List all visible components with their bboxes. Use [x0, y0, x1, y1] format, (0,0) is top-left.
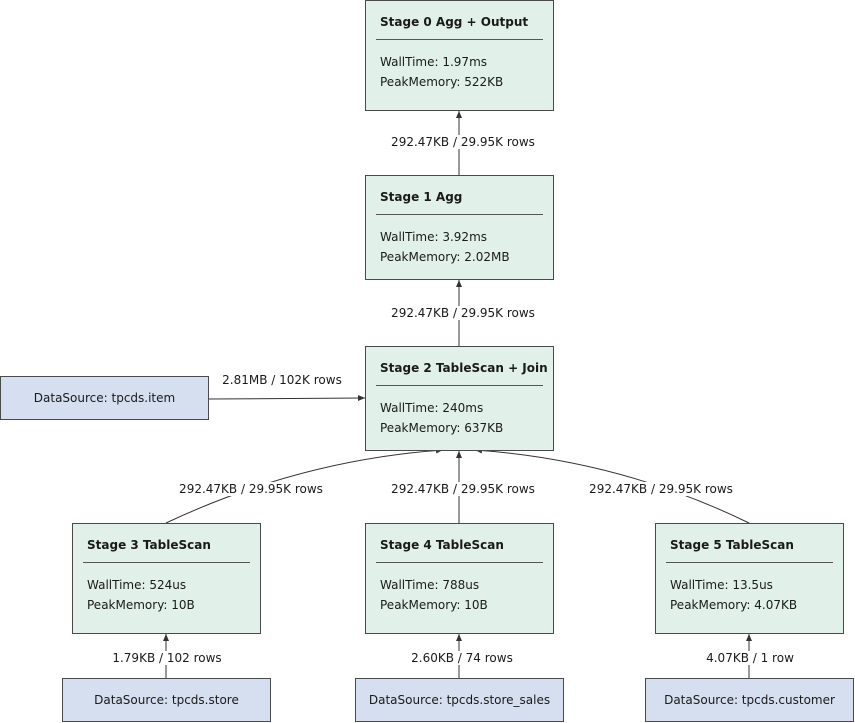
stage-walltime: WallTime: 1.97ms [380, 55, 488, 69]
stage-title: Stage 1 Agg [380, 190, 463, 204]
stage-1-node[interactable]: Stage 1 Agg WallTime: 3.92ms PeakMemory:… [365, 175, 554, 280]
stage-walltime: WallTime: 3.92ms [380, 230, 488, 244]
stage-3-node[interactable]: Stage 3 TableScan WallTime: 524us PeakMe… [72, 523, 261, 634]
edge-label-item-stage2: 2.81MB / 102K rows [222, 373, 342, 387]
divider [666, 562, 833, 563]
edge-label-customer-stage5: 4.07KB / 1 row [706, 651, 794, 665]
stage-peak-memory: PeakMemory: 637KB [380, 421, 504, 435]
stage-4-node[interactable]: Stage 4 TableScan WallTime: 788us PeakMe… [365, 523, 554, 634]
stage-title: Stage 0 Agg + Output [380, 15, 529, 29]
edge-label-store-sales-stage4: 2.60KB / 74 rows [411, 651, 513, 665]
stage-peak-memory: PeakMemory: 4.07KB [670, 598, 798, 612]
edge-label-stage5-stage2: 292.47KB / 29.95K rows [589, 482, 733, 496]
datasource-item-node[interactable]: DataSource: tpcds.item [0, 376, 209, 420]
edge-stage3-to-stage2 [165, 447, 444, 524]
stage-walltime: WallTime: 524us [87, 578, 187, 592]
stage-walltime: WallTime: 788us [380, 578, 480, 592]
divider [376, 39, 543, 40]
divider [376, 385, 543, 386]
stage-peak-memory: PeakMemory: 522KB [380, 75, 504, 89]
datasource-store-sales-node[interactable]: DataSource: tpcds.store_sales [355, 678, 564, 722]
stage-5-node[interactable]: Stage 5 TableScan WallTime: 13.5us PeakM… [655, 523, 844, 634]
stage-walltime: WallTime: 240ms [380, 401, 484, 415]
edge-label-stage1-stage0: 292.47KB / 29.95K rows [391, 135, 535, 149]
datasource-store-node[interactable]: DataSource: tpcds.store [62, 678, 271, 722]
stage-peak-memory: PeakMemory: 10B [87, 598, 195, 612]
edge-item-to-stage2 [208, 395, 366, 402]
datasource-customer-node[interactable]: DataSource: tpcds.customer [645, 678, 854, 722]
edge-label-stage2-stage1: 292.47KB / 29.95K rows [391, 306, 535, 320]
edge-stage5-to-stage2 [474, 447, 750, 524]
edge-label-store-stage3: 1.79KB / 102 rows [112, 651, 222, 665]
edge-label-stage4-stage2: 292.47KB / 29.95K rows [391, 482, 535, 496]
divider [83, 562, 250, 563]
stage-peak-memory: PeakMemory: 2.02MB [380, 250, 510, 264]
stage-title: Stage 4 TableScan [380, 538, 504, 552]
stage-title: Stage 3 TableScan [87, 538, 211, 552]
stage-title: Stage 2 TableScan + Join [380, 361, 548, 375]
divider [376, 562, 543, 563]
stage-peak-memory: PeakMemory: 10B [380, 598, 488, 612]
edge-label-stage3-stage2: 292.47KB / 29.95K rows [179, 482, 323, 496]
divider [376, 214, 543, 215]
stage-walltime: WallTime: 13.5us [670, 578, 773, 592]
stage-0-node[interactable]: Stage 0 Agg + Output WallTime: 1.97ms Pe… [365, 0, 554, 111]
stage-title: Stage 5 TableScan [670, 538, 794, 552]
stage-2-node[interactable]: Stage 2 TableScan + Join WallTime: 240ms… [365, 346, 554, 451]
